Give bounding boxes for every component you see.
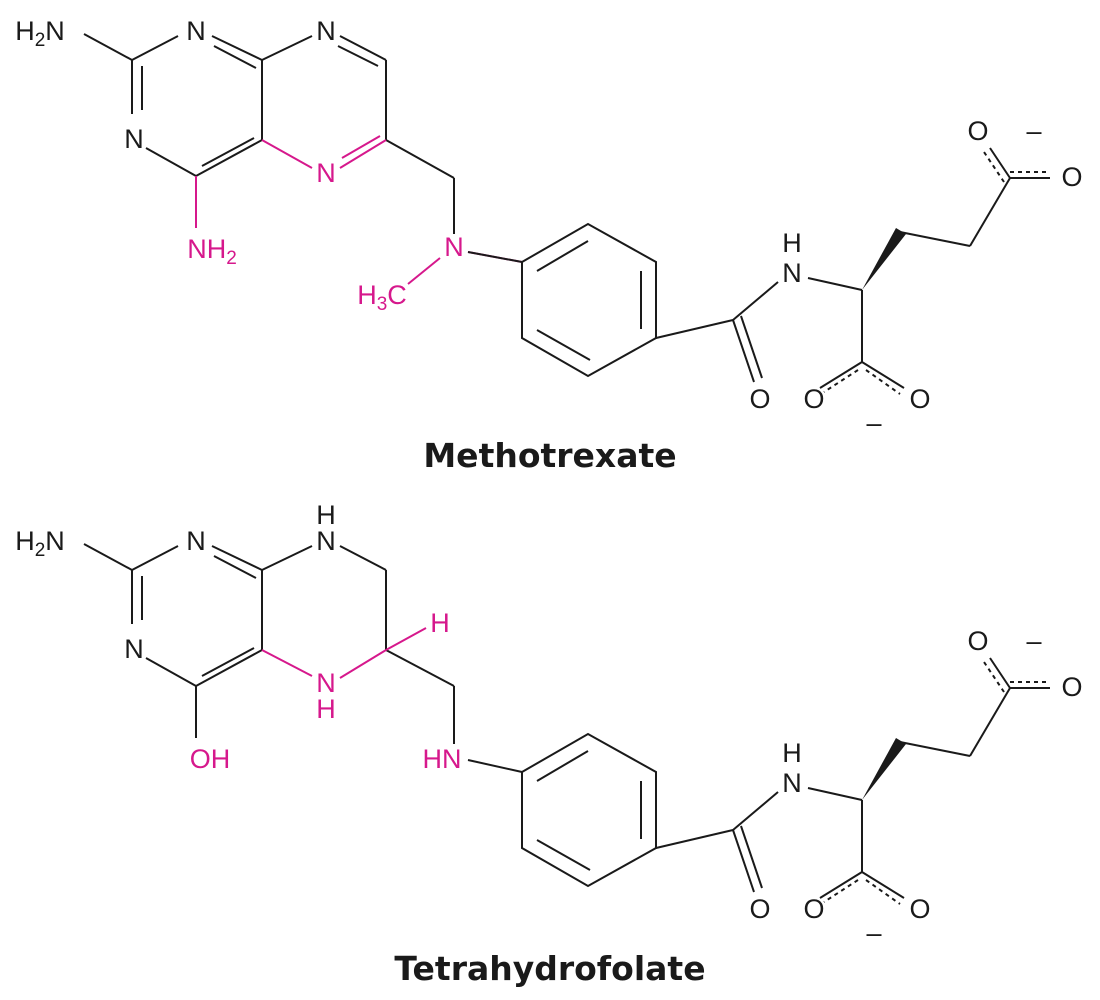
pteridine-n8-label: N [316, 16, 336, 46]
tetrahydrofolate-caption: Tetrahydrofolate [394, 949, 705, 988]
methotrexate-structure: N N NH2 N H3C Methotrexate [14, 15, 1084, 475]
methyl-group-label: H3C [357, 280, 407, 315]
n5-h-label: H [316, 694, 336, 724]
n10-label: N [444, 232, 464, 262]
tetrahydrofolate-structure: H N N H H OH HN Tetrahydrofolate [14, 500, 1084, 988]
n5-label: N [316, 668, 336, 698]
amino-group-label: NH2 [187, 234, 237, 269]
methotrexate-caption: Methotrexate [423, 436, 676, 475]
pteridine-n5-label: N [316, 158, 336, 188]
c6-h-label: H [430, 608, 450, 638]
hydroxyl-label: OH [190, 744, 231, 774]
n8-h-label: H [316, 500, 336, 530]
n10-h-label: HN [423, 744, 462, 774]
n8-label: N [316, 526, 336, 556]
